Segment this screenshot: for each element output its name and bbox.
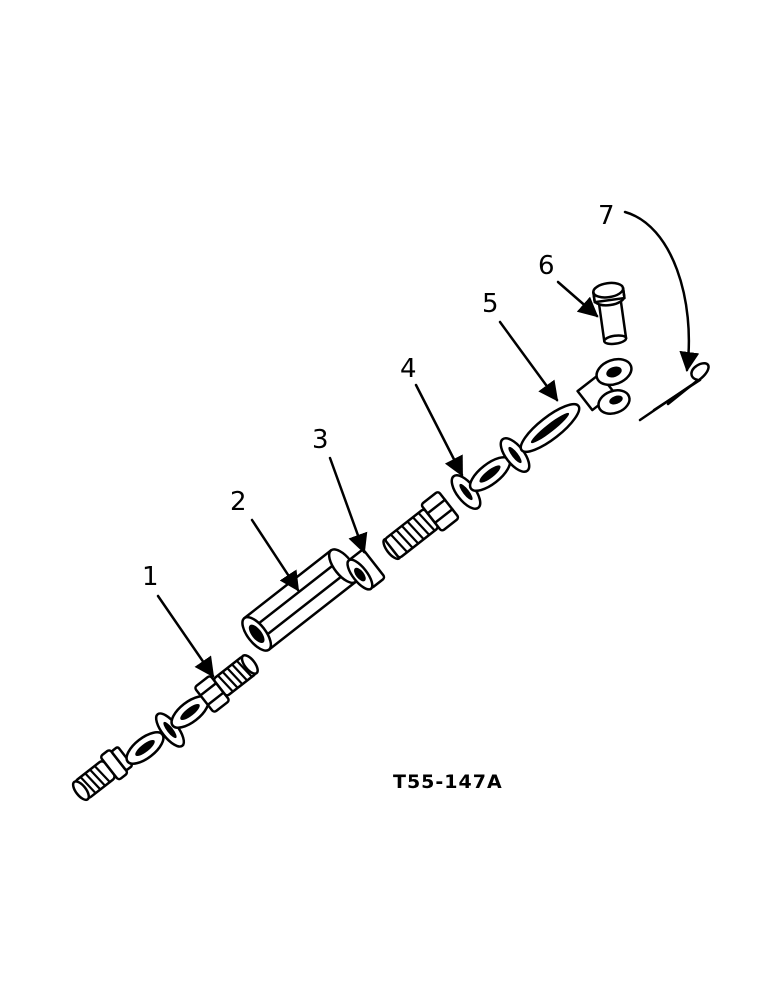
part-3-hex-nut [346, 549, 386, 591]
leader-lines [156, 210, 700, 678]
part-4-rod-nut [382, 491, 460, 561]
part-1-rod-chain [71, 653, 259, 802]
figure-id: T55-147A [393, 771, 503, 793]
callout-5: 5 [482, 289, 499, 319]
callout-4: 4 [400, 354, 417, 384]
callout-1: 1 [142, 562, 159, 592]
part-5-chain-clevis [450, 357, 633, 510]
part-7-hair-pin [638, 361, 710, 422]
callout-2: 2 [230, 487, 247, 517]
callout-6: 6 [538, 251, 555, 281]
callout-labels: 1 2 3 4 5 6 7 [142, 201, 615, 592]
part-2-hex-sleeve [241, 548, 359, 652]
callout-7: 7 [598, 201, 615, 231]
callout-3: 3 [312, 425, 329, 455]
part-6-clevis-pin [592, 281, 628, 346]
